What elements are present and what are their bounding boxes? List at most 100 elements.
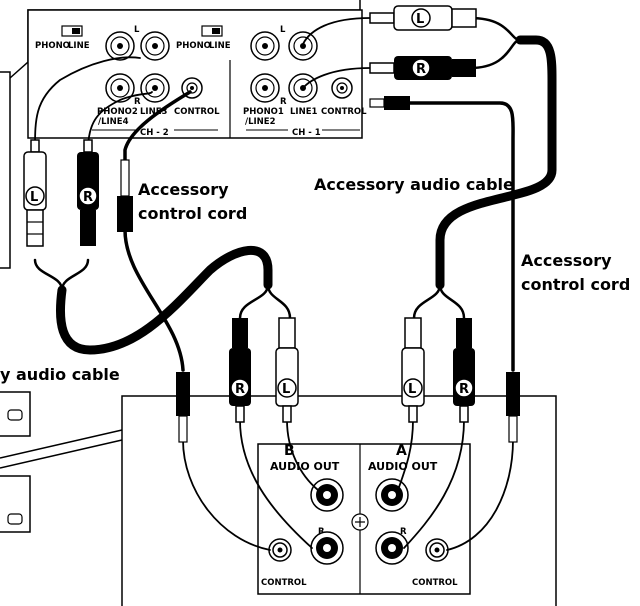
left-plug-icon bbox=[403, 378, 423, 398]
ch2-channel-label: CH - 2 bbox=[140, 128, 169, 138]
audio-cable-ch1[interactable] bbox=[435, 35, 557, 290]
audio-cable-ch2-split-top bbox=[33, 258, 90, 292]
wire-ch2-l bbox=[34, 56, 141, 151]
ch2-line4-label: /LINE4 bbox=[98, 117, 129, 127]
rca-plug-bottom-a-l[interactable]: L bbox=[401, 317, 425, 423]
right-plug-icon bbox=[78, 186, 98, 206]
rca-plug-top-right-r[interactable]: R bbox=[369, 56, 476, 80]
plug-letter-l: L bbox=[416, 12, 424, 27]
audio-cable-ch2-split-bottom bbox=[238, 283, 292, 320]
ch2-switch-line-label: LINE bbox=[68, 41, 90, 51]
wire-ch1-l bbox=[302, 17, 371, 45]
ch2-phono-line-switch[interactable] bbox=[61, 25, 83, 37]
wire-b-r bbox=[239, 419, 313, 549]
left-plug-icon bbox=[25, 186, 45, 206]
player-slot-2 bbox=[7, 513, 23, 525]
rca-plug-bottom-a-r[interactable]: R bbox=[453, 318, 475, 423]
rca-plug-bottom-b-r[interactable]: R bbox=[229, 318, 251, 423]
player-b-l-jack[interactable] bbox=[310, 478, 344, 512]
audio-cable-left-label: y audio cable bbox=[0, 365, 120, 384]
wire-control-a bbox=[446, 439, 514, 551]
ch1-line1-label: LINE1 bbox=[290, 107, 317, 117]
ch1-switch-phono-label: PHONO bbox=[176, 41, 211, 51]
out-b-letter: B bbox=[284, 443, 295, 459]
player-a-r-jack[interactable] bbox=[375, 531, 409, 565]
wire-a-l bbox=[397, 419, 414, 491]
control-cord-right-label-line1: Accessory bbox=[521, 251, 612, 270]
player-unit: B AUDIO OUT A AUDIO OUT L L R R bbox=[0, 391, 557, 606]
wire-b-l bbox=[286, 419, 319, 491]
rca-plug-top-left-l[interactable]: L bbox=[23, 139, 47, 247]
control-cord-right-label-line2: control cord bbox=[521, 275, 630, 294]
player-a-control-label: CONTROL bbox=[412, 578, 458, 588]
screw-icon bbox=[351, 513, 369, 531]
out-a-letter: A bbox=[396, 443, 407, 459]
ch1-jack-r-label: R bbox=[280, 97, 287, 107]
mixer-unit: PHONO LINE PHONO LINE L bbox=[0, 0, 367, 269]
ch1-channel-label: CH - 1 bbox=[292, 128, 321, 138]
wire-a-r bbox=[403, 419, 465, 549]
audio-cable-right-label: Accessory audio cable bbox=[314, 175, 514, 194]
ch2-line3-r-jack[interactable] bbox=[140, 73, 170, 103]
plug-letter-r: R bbox=[83, 190, 93, 205]
ch1-line1-l-jack[interactable] bbox=[288, 31, 318, 61]
mini-plug-bottom-right[interactable] bbox=[506, 372, 520, 443]
mini-plug-top-left[interactable] bbox=[117, 159, 133, 232]
cables bbox=[33, 16, 557, 551]
ch2-phono2-label: PHONO2 bbox=[97, 107, 138, 117]
ch1-switch-line-label: LINE bbox=[209, 41, 231, 51]
ch2-jack-l-label: L bbox=[134, 25, 140, 35]
player-side-bracket-2 bbox=[0, 475, 31, 533]
ch2-line3-l-jack[interactable] bbox=[140, 31, 170, 61]
ch1-control-label: CONTROL bbox=[321, 107, 367, 117]
ch2-phono2-r-jack[interactable] bbox=[105, 73, 135, 103]
ch1-control-jack[interactable] bbox=[331, 77, 353, 99]
mixer-body-outline bbox=[0, 71, 11, 269]
control-cord-left-label-line2: control cord bbox=[138, 204, 247, 223]
ch1-jack-l-label: L bbox=[280, 25, 286, 35]
ch2-line3-label: LINE3 bbox=[140, 107, 167, 117]
plug-letter-r: R bbox=[235, 382, 245, 397]
plug-letter-r: R bbox=[416, 62, 426, 77]
out-b-label: AUDIO OUT bbox=[270, 460, 340, 473]
plug-letter-l: L bbox=[408, 382, 416, 397]
ch2-control-label: CONTROL bbox=[174, 107, 220, 117]
player-side-bracket bbox=[0, 391, 31, 437]
player-b-r-jack[interactable] bbox=[310, 531, 344, 565]
player-a-r-label: R bbox=[400, 527, 407, 537]
audio-cable-ch1-split-top bbox=[468, 16, 522, 70]
player-a-control-jack[interactable] bbox=[425, 538, 449, 562]
player-arm bbox=[0, 429, 123, 469]
ch2-jack-r-label: R bbox=[134, 97, 141, 107]
wire-control-b bbox=[182, 439, 271, 551]
rca-plug-top-left-r[interactable]: R bbox=[77, 139, 99, 246]
player-a-l-jack[interactable] bbox=[375, 478, 409, 512]
ch1-phono1-label: PHONO1 bbox=[243, 107, 284, 117]
rca-plug-top-right-l[interactable]: L bbox=[369, 5, 477, 31]
mini-plug-top-right[interactable] bbox=[369, 96, 410, 110]
out-a-label: AUDIO OUT bbox=[368, 460, 438, 473]
right-plug-icon bbox=[411, 58, 431, 78]
ch1-phono1-r-jack[interactable] bbox=[250, 73, 280, 103]
wire-ch1-r bbox=[302, 67, 371, 89]
ch1-phono-line-switch[interactable] bbox=[201, 25, 223, 37]
left-plug-icon bbox=[277, 378, 297, 398]
ch2-phono2-l-jack[interactable] bbox=[105, 31, 135, 61]
player-b-control-jack[interactable] bbox=[268, 538, 292, 562]
ch1-phono1-l-jack[interactable] bbox=[250, 31, 280, 61]
mini-plug-bottom-left[interactable] bbox=[176, 372, 190, 443]
left-plug-icon bbox=[411, 8, 431, 28]
rca-plug-bottom-b-l[interactable]: L bbox=[275, 317, 299, 423]
player-b-r-label: R bbox=[318, 527, 325, 537]
right-plug-icon bbox=[454, 378, 474, 398]
plug-letter-l: L bbox=[282, 382, 290, 397]
control-cord-left[interactable] bbox=[123, 90, 192, 372]
player-b-control-label: CONTROL bbox=[261, 578, 307, 588]
ch1-line2-label: /LINE2 bbox=[245, 117, 276, 127]
plug-letter-r: R bbox=[459, 382, 469, 397]
control-cord-right[interactable] bbox=[370, 101, 515, 372]
ch2-switch-phono-label: PHONO bbox=[35, 41, 70, 51]
plug-letter-l: L bbox=[30, 190, 38, 205]
right-plug-icon bbox=[230, 378, 250, 398]
